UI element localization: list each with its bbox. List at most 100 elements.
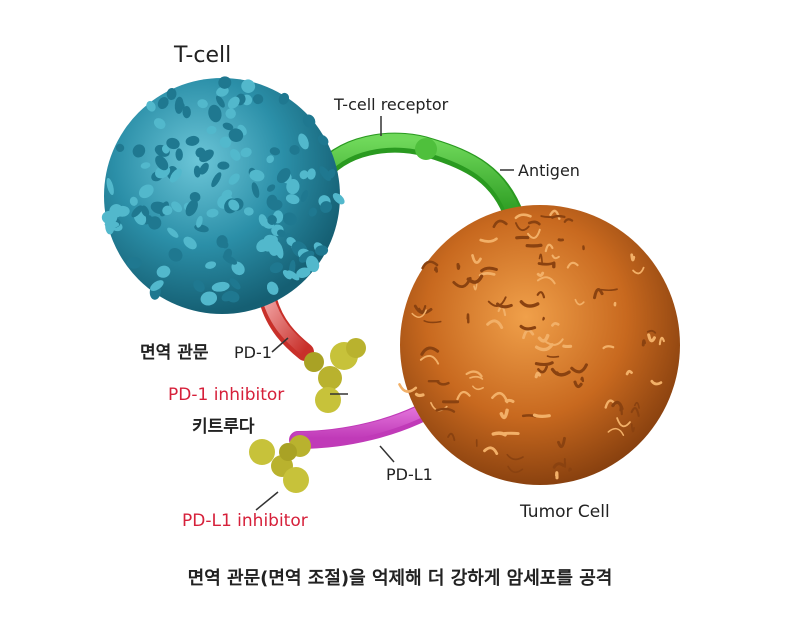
t-cell-surface-bump: [106, 177, 114, 196]
t-cell-surface-bump: [332, 193, 345, 205]
t-cell-surface-bump: [317, 134, 329, 146]
tumor-surface-ruffle: [607, 427, 625, 436]
t-cell-surface-bump: [157, 96, 169, 110]
tumor-surface-ruffle: [515, 222, 530, 232]
tumor-cell: [398, 205, 680, 485]
tumor-surface-ruffle: [527, 228, 541, 239]
tumor-surface-ruffle: [473, 282, 478, 291]
t-cell-surface-bump: [169, 168, 182, 183]
t-cell-surface-bump: [299, 170, 309, 180]
tumor-surface-ruffle: [452, 276, 472, 289]
t-cell-surface-bump: [228, 173, 240, 185]
caption: 면역 관문(면역 조절)을 억제해 더 강하게 암세포를 공격: [188, 568, 613, 589]
tumor-surface-ruffle: [536, 271, 545, 277]
t-cell-surface-bump: [223, 248, 233, 260]
t-cell-surface-bump: [256, 239, 270, 253]
t-cell-surface-bump: [320, 201, 332, 213]
tumor-surface-ruffle: [421, 260, 439, 270]
t-cell-surface-bump: [221, 189, 233, 200]
t-cell-surface-bump: [268, 199, 283, 211]
tumor-surface-ruffle: [630, 423, 635, 433]
t-cell-surface-bump: [298, 250, 315, 263]
t-cell-surface-bump: [140, 162, 151, 169]
t-cell-surface-bump: [197, 99, 208, 109]
tumor-surface-ruffle: [534, 343, 554, 352]
t-cell-surface-bump: [267, 184, 276, 192]
tumor-surface-ruffle: [551, 254, 560, 260]
tumor-surface-ruffle: [419, 355, 440, 365]
tumor-surface-ruffle: [434, 266, 438, 273]
tumor-surface-ruffle: [480, 266, 498, 273]
pd1-inhibitor-antibody: [304, 338, 366, 413]
pointer-pdl1: [379, 445, 395, 463]
t-cell-receptor-antigen-bridge: [312, 132, 525, 228]
tumor-surface-ruffle: [525, 243, 543, 248]
t-cell-surface-bump: [296, 267, 311, 278]
t-cell-surface-bump: [276, 168, 291, 184]
tumor-surface-ruffle: [580, 376, 585, 383]
t-cell-surface-bump: [231, 261, 245, 276]
tumor-surface-ruffle: [435, 407, 456, 413]
t-cell-surface-bump: [240, 147, 252, 158]
tumor-surface-ruffle: [574, 298, 585, 306]
t-cell-surface-bump: [129, 196, 138, 206]
tumor-surface-ruffle: [616, 417, 631, 428]
tumor-surface-ruffle: [632, 266, 645, 275]
t-cell-surface-bump: [282, 270, 292, 280]
tumor-surface-ruffle: [496, 302, 513, 309]
tumor-surface-ruffle: [527, 220, 541, 226]
t-cell-surface-bump: [206, 208, 219, 218]
tumor-surface-ruffle: [545, 338, 564, 346]
t-cell-surface-bump: [267, 215, 277, 225]
t-cell-surface-bump: [138, 184, 154, 199]
tumor-surface-ruffle: [436, 380, 450, 386]
t-cell-surface-bump: [217, 161, 230, 170]
tumor-surface-ruffle: [566, 261, 579, 269]
t-cell-surface-bump: [211, 281, 230, 292]
label-pointers: [255, 116, 514, 511]
t-cell-surface-bump: [286, 179, 300, 195]
tumor-surface-ruffle: [420, 346, 440, 356]
t-cell-surface-bump: [305, 255, 320, 273]
t-cell-surface-bump: [222, 122, 234, 131]
t-cell-surface-bump: [131, 205, 143, 218]
pdl1-inhibitor-antibody: [249, 435, 311, 493]
tumor-surface-ruffle: [534, 371, 541, 379]
tumor-surface-ruffle: [491, 431, 507, 437]
t-cell-surface-bump: [168, 247, 183, 262]
t-cell-surface-bump: [302, 114, 316, 128]
tumor-surface-ruffle: [552, 462, 565, 469]
t-cell-surface-bump: [251, 182, 260, 198]
t-cell-surface-bump: [315, 245, 329, 256]
t-cell-surface-bump: [175, 148, 183, 161]
t-cell-surface-bump: [308, 207, 317, 217]
label-t-cell: T-cell: [173, 43, 231, 68]
t-cell-surface-bump: [161, 145, 170, 154]
tumor-surface-ruffle: [646, 329, 657, 334]
tumor-surface-ruffle: [413, 304, 433, 315]
tumor-surface-ruffle: [486, 319, 504, 329]
tumor-surface-ruffle: [557, 436, 566, 449]
label-immune-checkpoint: 면역 관문: [140, 343, 209, 363]
tumor-surface-ruffle: [456, 390, 471, 401]
t-cell-surface-bump: [269, 262, 283, 274]
t-cell-surface-bump: [327, 169, 336, 179]
t-cell-surface-bump: [269, 147, 281, 156]
tumor-surface-ruffle: [456, 263, 461, 270]
label-pdl1: PD-L1: [386, 465, 433, 484]
tumor-surface-ruffle: [546, 355, 560, 358]
t-cell-surface-bump: [216, 235, 228, 248]
tumor-surface-ruffle: [414, 392, 425, 398]
t-cell-surface-bump: [227, 96, 240, 109]
t-cell-surface-bump: [277, 229, 286, 238]
tumor-surface-ruffle: [465, 370, 483, 378]
tumor-surface-ruffle: [658, 336, 665, 346]
tumor-surface-ruffle: [534, 361, 554, 367]
tumor-surface-ruffle: [630, 253, 636, 262]
t-cell-surface-bump: [153, 118, 166, 130]
tumor-surface-ruffle: [479, 237, 498, 243]
t-cell-surface-bump: [241, 79, 256, 93]
tumor-surface-ruffle: [423, 320, 442, 324]
t-cell-surface-bump: [285, 194, 300, 205]
